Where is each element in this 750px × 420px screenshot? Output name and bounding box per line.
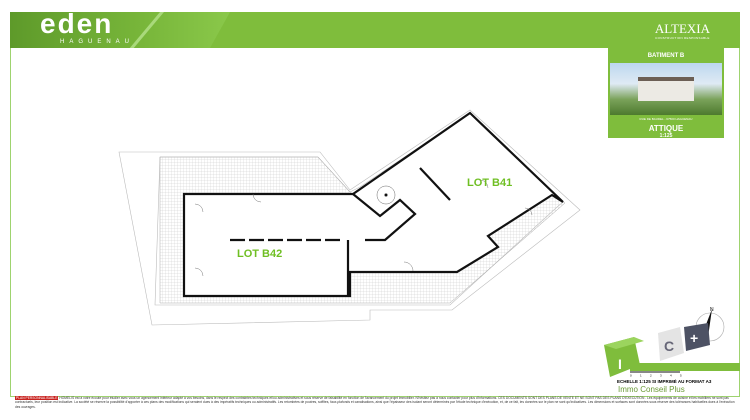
altexia-tagline: CONSTRUCTION RESPONSABLE	[655, 36, 710, 40]
compass-north-label: N	[710, 307, 714, 313]
company-name: Immo Conseil Plus	[618, 385, 685, 394]
scale-tick: 0	[630, 374, 632, 378]
scale-tick: 1	[640, 374, 642, 378]
immo-conseil-logo: N I C + 0 1 2 3 4 5	[604, 307, 740, 378]
doors	[194, 179, 533, 277]
scale-tick: 3	[660, 374, 662, 378]
eden-logo-subtitle: HAGUENAU	[60, 39, 135, 45]
legal-tag: PLAN PERSONNALISABLE	[15, 396, 59, 400]
stair	[376, 185, 396, 205]
leaf-background	[10, 12, 230, 48]
legal-notice: PLAN PERSONNALISABLE HOMELIS est à votre…	[15, 396, 735, 409]
scale-tick: 4	[670, 374, 672, 378]
scale-tick: 5	[680, 374, 682, 378]
svg-text:C: C	[664, 338, 674, 354]
building-address: RUE DE BAUDEL - 67500 HAGUENAU	[639, 117, 693, 121]
lot-b42-label: LOT B42	[237, 248, 283, 260]
building-panel: BATIMENT B RUE DE BAUDEL - 67500 HAGUENA…	[608, 48, 724, 139]
scale-note: ECHELLE 1:125 SI IMPRIMÉ AU FORMAT A3	[617, 379, 712, 384]
scale-tick: 2	[650, 374, 652, 378]
eden-logo: eden	[40, 12, 114, 39]
walls	[182, 111, 564, 298]
svg-text:I: I	[618, 356, 622, 372]
plan-scale: 1:125	[659, 133, 673, 139]
lot-b41-label: LOT B41	[467, 177, 513, 189]
building-name: BATIMENT B	[647, 53, 685, 59]
level-name: ATTIQUE	[648, 124, 684, 133]
altexia-name: ALTEXIA	[654, 21, 710, 36]
legal-text: HOMELIS est à votre écoute pour étudier …	[15, 396, 735, 409]
svg-text:+: +	[690, 330, 698, 346]
building-photo	[610, 63, 722, 115]
